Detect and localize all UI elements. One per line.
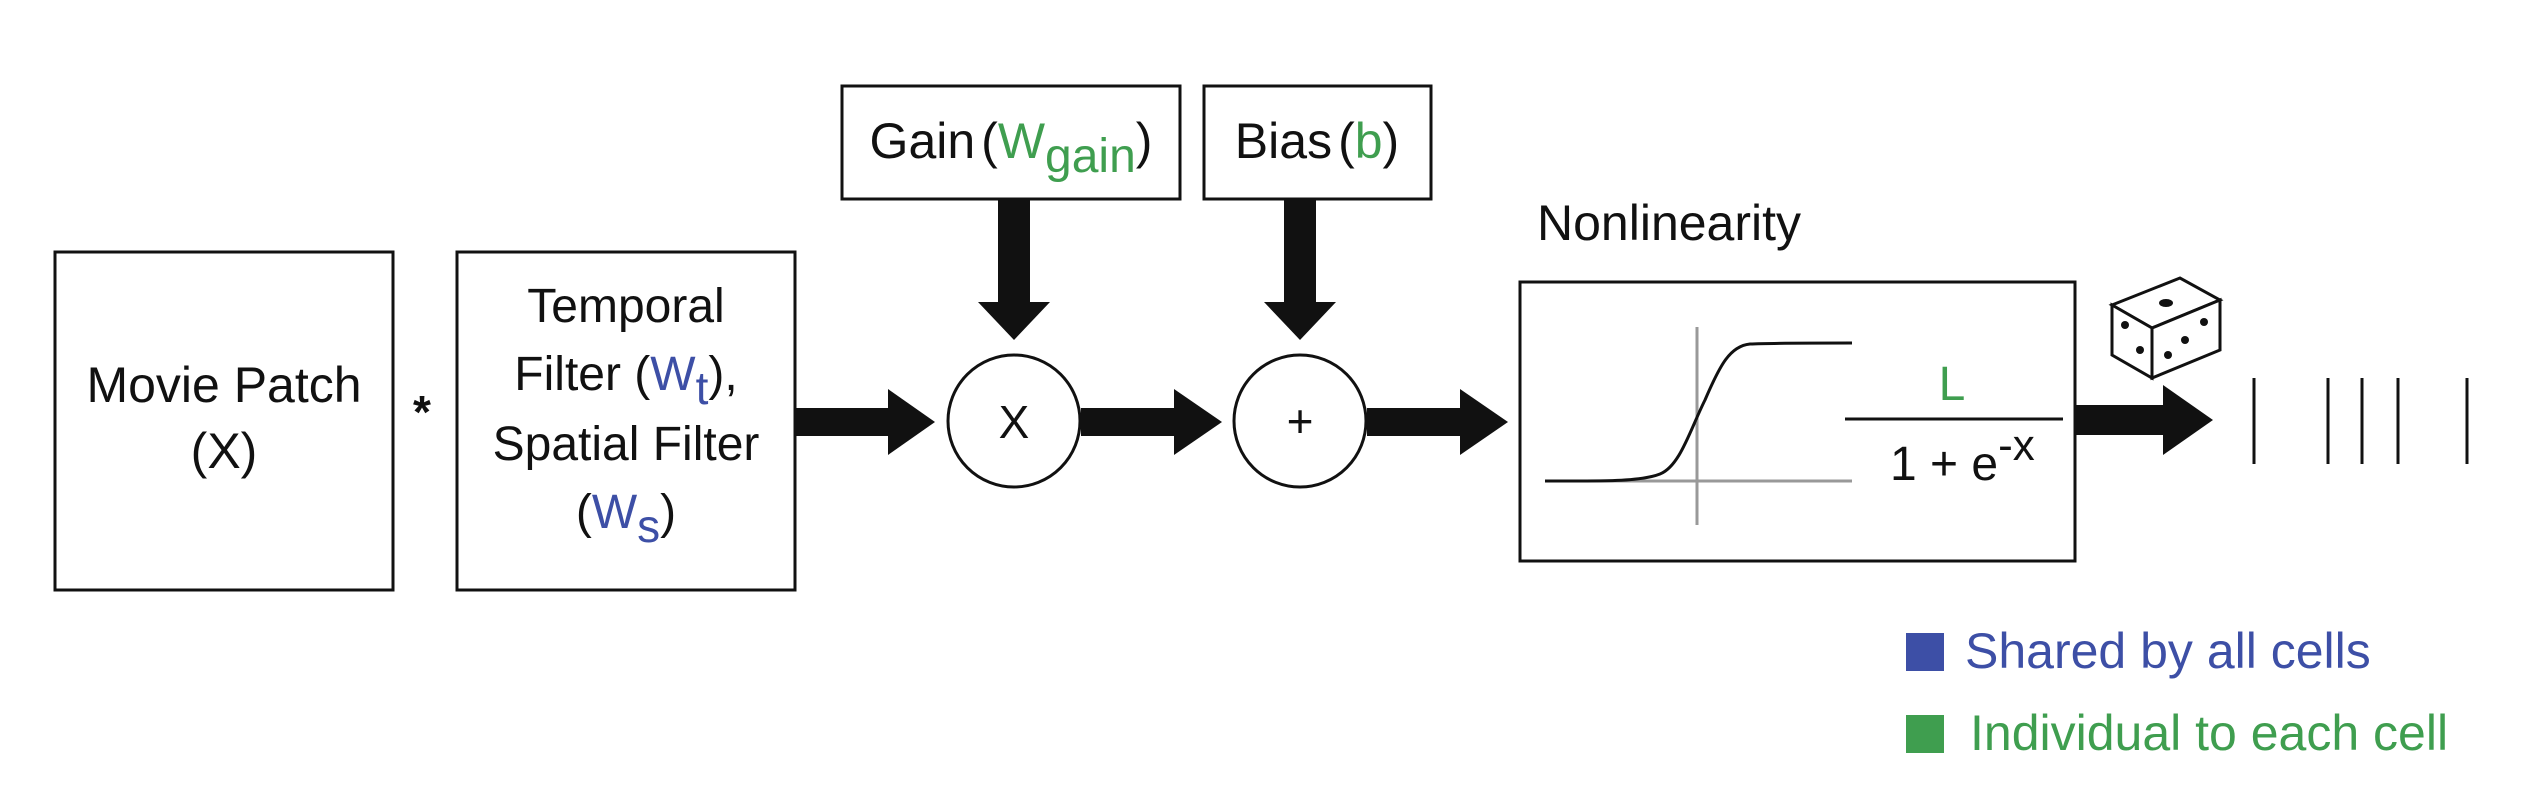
add-symbol: +	[1287, 395, 1314, 447]
spatial-filter-label: Spatial Filter	[493, 418, 760, 471]
ws-symbol: W	[592, 486, 638, 539]
temporal-filter-label: Filter (Wt),	[514, 348, 737, 414]
wt-symbol: W	[650, 348, 696, 401]
arrow-right-icon	[1081, 389, 1222, 455]
nonlinearity-box: L 1 + e-x	[1518, 280, 2077, 563]
b-symbol: b	[1355, 113, 1383, 169]
convolution-symbol: *	[413, 386, 431, 438]
formula-denominator: 1 + e-x	[1890, 421, 2035, 491]
sigmoid-curve	[1544, 341, 1853, 483]
movie-patch-label: Movie Patch	[86, 357, 361, 413]
movie-patch-box: Movie Patch (X)	[53, 250, 395, 592]
bias-label: Bias(b)	[1235, 113, 1399, 169]
temporal-label: Temporal	[527, 280, 724, 333]
filter-box: Temporal Filter (Wt), Spatial Filter (Ws…	[455, 250, 797, 592]
legend-label-individual: Individual to each cell	[1970, 705, 2448, 761]
movie-patch-variable: (X)	[191, 423, 258, 479]
spatial-weights-label: (Ws)	[576, 486, 676, 552]
spike-train-icon	[2252, 378, 2469, 464]
arrow-down-icon	[978, 199, 1050, 340]
dice-icon	[2108, 276, 2224, 381]
nonlinearity-title: Nonlinearity	[1537, 195, 1801, 251]
legend-swatch-shared	[1906, 633, 1944, 671]
legend-label-shared: Shared by all cells	[1965, 623, 2371, 679]
gain-box: Gain(Wgain)	[840, 84, 1182, 201]
gain-label: Gain(Wgain)	[870, 113, 1153, 183]
bias-box: Bias(b)	[1202, 84, 1433, 201]
legend-swatch-individual	[1906, 715, 1944, 753]
arrow-right-icon	[1367, 389, 1508, 455]
w-gain-symbol: W	[998, 113, 1046, 169]
multiply-node: X	[946, 353, 1082, 489]
formula-numerator: L	[1939, 358, 1966, 411]
legend: Shared by all cells Individual to each c…	[1906, 623, 2448, 761]
arrow-down-icon	[1264, 199, 1336, 340]
arrow-right-icon	[795, 389, 935, 455]
multiply-symbol: X	[999, 396, 1030, 448]
add-node: +	[1232, 353, 1368, 489]
arrow-right-icon	[2075, 385, 2213, 455]
